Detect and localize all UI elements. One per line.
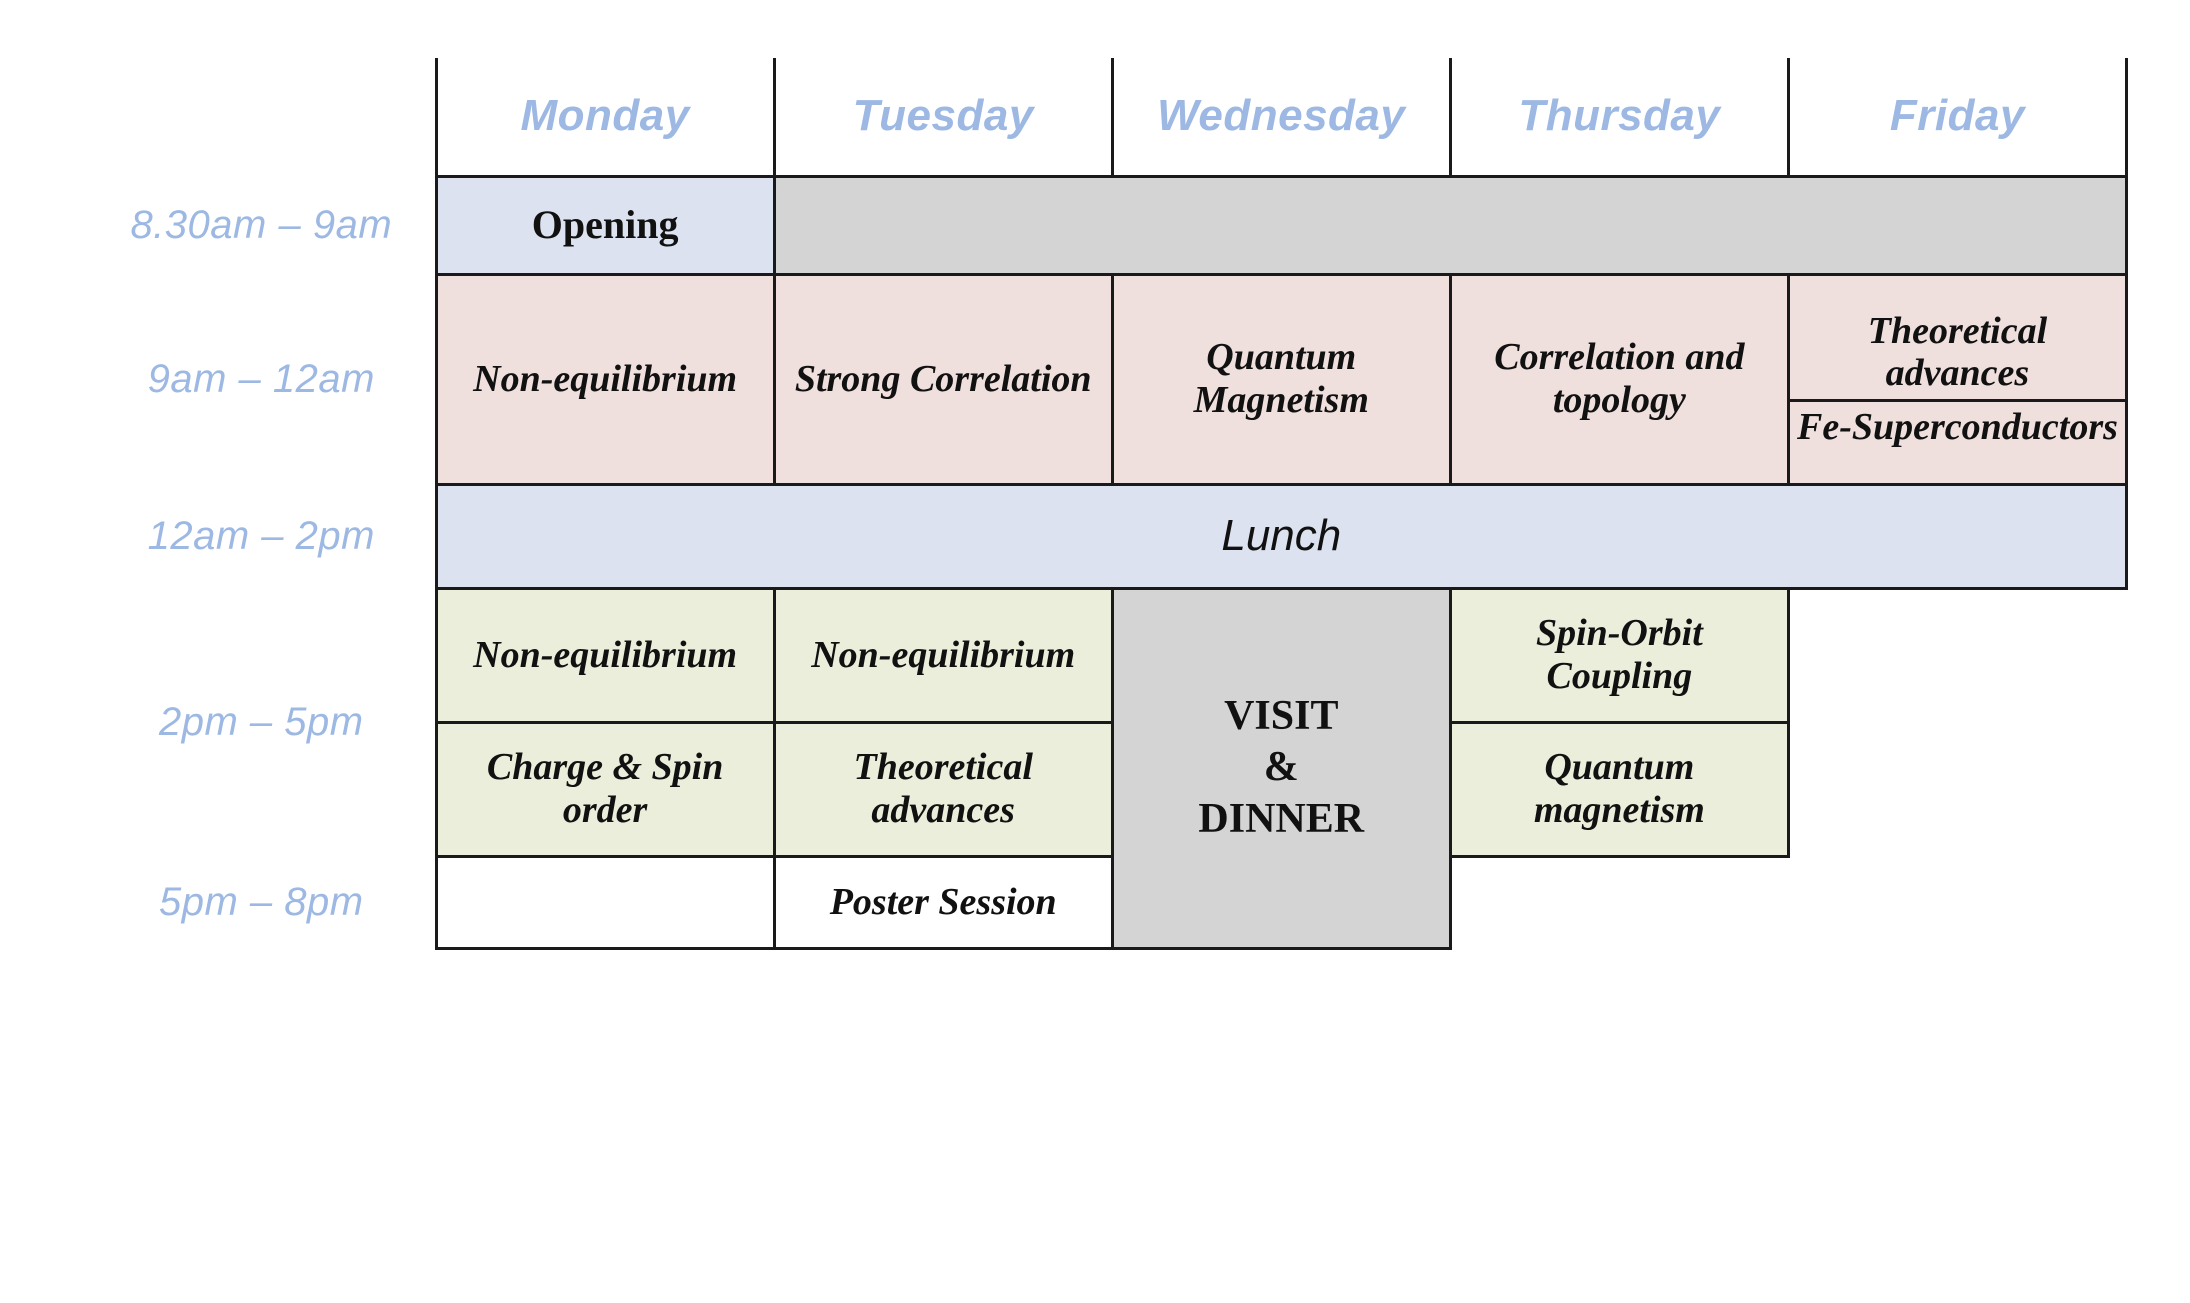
friday-morning-split-table: Theoretical advances Fe-Superconductors [1789, 305, 2125, 453]
session-evening-tuesday-poster: Poster Session [772, 854, 1114, 950]
row-lunch: 12am – 2pm Lunch [88, 482, 2129, 590]
time-label-morning: 9am – 12am [88, 274, 437, 484]
visit-dinner-line-1: VISIT [1224, 693, 1339, 740]
session-morning-monday: Non-equilibrium [434, 272, 776, 486]
session-evening-thursday-empty [1450, 856, 1788, 948]
session-lunch-all-days: Lunch [434, 482, 2129, 590]
session-afternoon-tuesday-top: Non-equilibrium [772, 586, 1114, 724]
session-evening-friday-empty [1788, 856, 2126, 948]
row-afternoon-lower: Charge & Spin order Theoretical advances… [88, 720, 2127, 858]
time-label-afternoon: 2pm – 5pm [88, 588, 437, 856]
day-header-monday: Monday [434, 58, 776, 178]
session-afternoon-friday-empty-2 [1788, 722, 2126, 856]
lunch-label: Lunch [1221, 511, 1342, 561]
table-header-row: Monday Tuesday Wednesday Thursday Friday [88, 58, 2129, 178]
session-afternoon-monday-top: Non-equilibrium [434, 586, 776, 724]
blocked-opening-tue-fri [772, 174, 2129, 276]
session-afternoon-thursday-bottom: Quantum magnetism [1448, 720, 1790, 858]
session-morning-friday-bottom: Fe-Superconductors [1789, 400, 2125, 453]
session-afternoon-friday-empty [1788, 588, 2126, 722]
row-opening: 8.30am – 9am Opening [88, 174, 2129, 276]
day-header-friday: Friday [1786, 58, 2129, 178]
visit-dinner-block: VISIT & DINNER [1122, 691, 1441, 845]
visit-dinner-line-3: DINNER [1198, 795, 1365, 842]
time-label-opening: 8.30am – 9am [88, 176, 437, 274]
time-label-evening: 5pm – 8pm [88, 856, 437, 948]
session-morning-friday-top: Theoretical advances [1789, 305, 2125, 402]
session-afternoon-thursday-top: Spin-Orbit Coupling [1448, 586, 1790, 724]
day-header-wednesday: Wednesday [1110, 58, 1452, 178]
corner-header-cell [88, 58, 437, 176]
session-afternoon-monday-bottom: Charge & Spin order [434, 720, 776, 858]
session-afternoon-wednesday-visit-dinner: VISIT & DINNER [1110, 586, 1452, 950]
weekly-schedule-table: Monday Tuesday Wednesday Thursday Friday… [88, 58, 2129, 950]
row-afternoon-upper: 2pm – 5pm Non-equilibrium Non-equilibriu… [88, 586, 2127, 950]
session-morning-friday-split: Theoretical advances Fe-Superconductors [1786, 272, 2129, 486]
session-morning-thursday: Correlation and topology [1448, 272, 1790, 486]
session-afternoon-tuesday-bottom: Theoretical advances [772, 720, 1114, 858]
row-evening: 5pm – 8pm Poster Session [88, 854, 2127, 950]
day-header-tuesday: Tuesday [772, 58, 1114, 178]
session-morning-wednesday: Quantum Magnetism [1110, 272, 1452, 486]
visit-dinner-line-2: & [1263, 744, 1299, 791]
session-opening-monday: Opening [434, 174, 776, 276]
day-header-thursday: Thursday [1448, 58, 1790, 178]
time-label-lunch: 12am – 2pm [88, 484, 437, 588]
session-evening-monday-empty [434, 854, 776, 950]
session-morning-tuesday: Strong Correlation [772, 272, 1114, 486]
row-morning: 9am – 12am Non-equilibrium Strong Correl… [88, 272, 2129, 486]
